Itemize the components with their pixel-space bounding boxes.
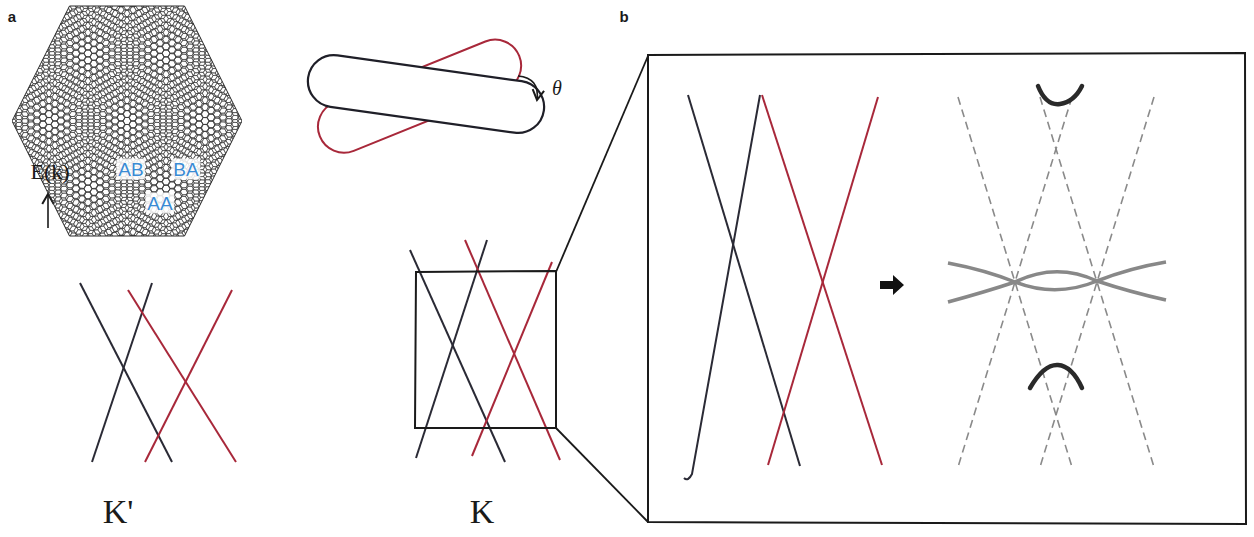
axis-label: K — [470, 493, 495, 531]
dirac-line-black — [688, 95, 800, 466]
zoom-panel — [648, 53, 1246, 524]
zoom-line — [556, 56, 648, 272]
flat-band — [948, 262, 1166, 282]
panel-letter: a — [8, 8, 16, 25]
remote-band — [1030, 365, 1082, 388]
twist-arrow — [518, 76, 537, 100]
honeycomb-layer — [12, 4, 242, 238]
stacking-label: AB — [116, 159, 145, 180]
transition-arrow — [880, 275, 904, 295]
dirac-line-black — [684, 95, 760, 479]
dirac-line-red — [472, 262, 552, 456]
moire-lattice: AB BA AA — [12, 4, 242, 238]
dirac-line-black — [92, 283, 152, 462]
stacking-label: BA — [171, 159, 200, 180]
lattice-layers — [12, 4, 242, 238]
dashed-cones — [958, 97, 1154, 467]
dirac-line-red — [762, 95, 882, 465]
axis-label: E(k) — [30, 159, 69, 185]
panel-letter: b — [619, 8, 628, 25]
black-layer-outline — [305, 52, 548, 137]
stacking-label: AA — [145, 193, 174, 214]
axis-label: θ — [552, 77, 562, 100]
zoom-box — [415, 271, 556, 428]
remote-band — [1038, 86, 1082, 104]
flat-band — [948, 281, 1166, 302]
dirac-line-red — [768, 97, 878, 465]
axis-label: K' — [103, 493, 134, 531]
dirac-line-red — [145, 290, 232, 462]
dirac-line-red — [128, 290, 236, 462]
zoom-line — [556, 428, 648, 522]
moire-hexagon — [12, 4, 242, 238]
hexagon-outline — [12, 6, 242, 236]
honeycomb-layer — [12, 4, 242, 238]
energy-axis-arrow — [47, 194, 49, 228]
